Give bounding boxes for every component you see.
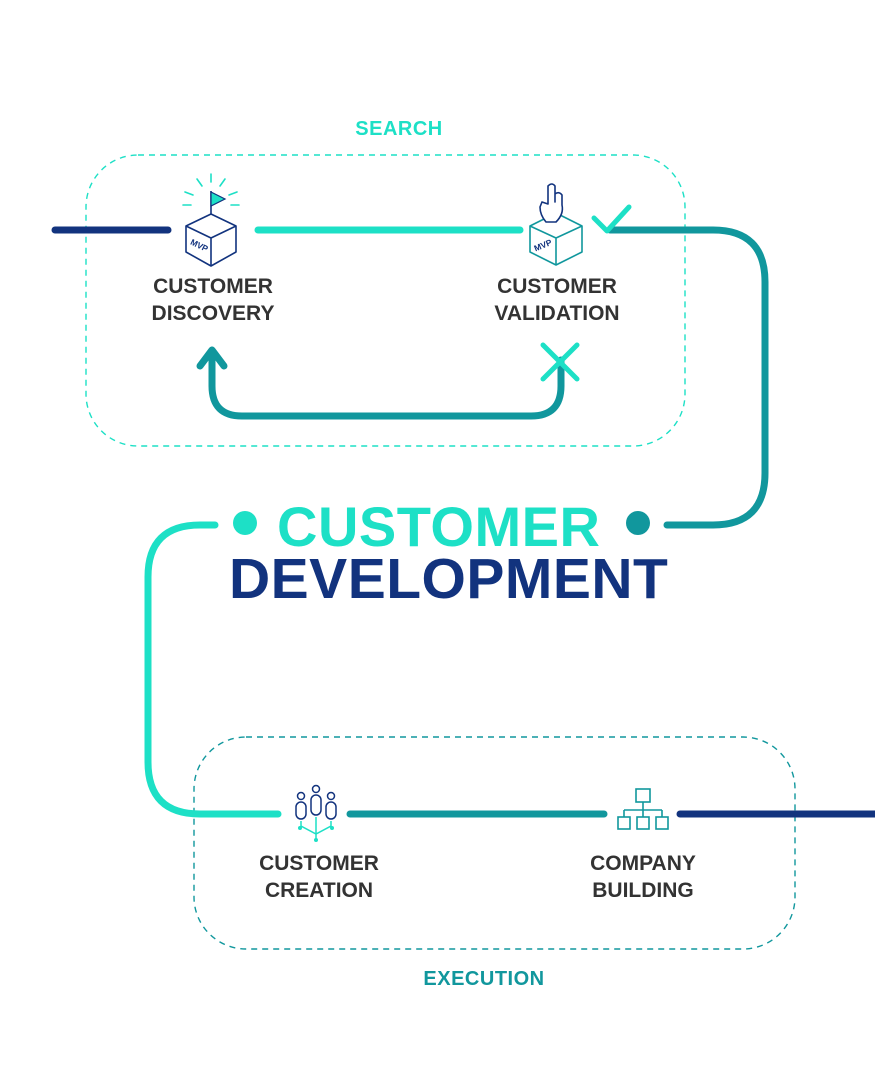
building-label-line2: BUILDING (592, 879, 694, 902)
org-chart-icon (617, 788, 669, 830)
people-network-icon (295, 784, 337, 842)
customer-creation-label: CUSTOMER CREATION (209, 850, 429, 904)
creation-label-line2: CREATION (264, 879, 374, 902)
execution-group-box (193, 736, 796, 950)
pivot-arrowhead (196, 346, 228, 370)
validation-label-line2: VALIDATION (494, 302, 620, 325)
title-to-creation-line (144, 521, 282, 818)
title-customer: CUSTOMER (277, 495, 601, 558)
discovery-label-line1: CUSTOMER (153, 275, 273, 298)
mvp-box-hand-icon: MVP (529, 183, 583, 266)
customer-discovery-label: CUSTOMER DISCOVERY (103, 273, 323, 327)
execution-group-label: EXECUTION (423, 968, 545, 990)
title-development: DEVELOPMENT (229, 547, 669, 611)
company-building-label: COMPANY BUILDING (533, 850, 753, 904)
title-bullet-left (233, 511, 257, 535)
validation-label-line1: CUSTOMER (497, 275, 617, 298)
mvp-box-flag-icon: MVP (182, 173, 240, 267)
x-icon (540, 342, 580, 382)
search-group-label: SEARCH (355, 118, 443, 140)
building-label-line1: COMPANY (590, 852, 696, 875)
check-icon (591, 204, 632, 234)
validation-to-title-line (606, 226, 769, 529)
title-bullet-right (626, 511, 650, 535)
search-group-box (85, 154, 686, 447)
creation-label-line1: CUSTOMER (259, 852, 379, 875)
customer-validation-label: CUSTOMER VALIDATION (447, 273, 667, 327)
discovery-label-line2: DISCOVERY (151, 302, 275, 325)
pivot-loop-line (208, 352, 565, 420)
